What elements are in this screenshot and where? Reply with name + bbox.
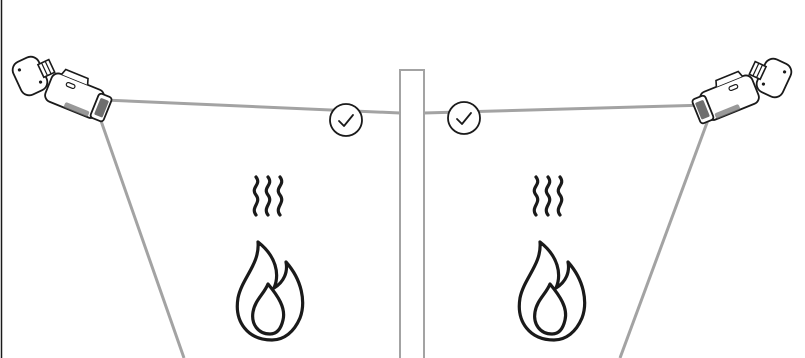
left-bullet-camera-icon xyxy=(10,50,116,124)
right-flame-icon xyxy=(519,242,584,340)
left-heat-waves-icon xyxy=(254,177,281,215)
right-bullet-camera-icon xyxy=(688,52,794,126)
center-post-divider xyxy=(400,70,424,358)
left-check-circle-icon xyxy=(330,104,362,136)
left-camera-diagonal-sightline xyxy=(100,118,184,358)
right-heat-waves-icon xyxy=(534,177,561,215)
left-flame-icon xyxy=(237,242,302,340)
right-check-circle-icon xyxy=(448,102,480,134)
right-camera-diagonal-sightline xyxy=(620,120,708,358)
